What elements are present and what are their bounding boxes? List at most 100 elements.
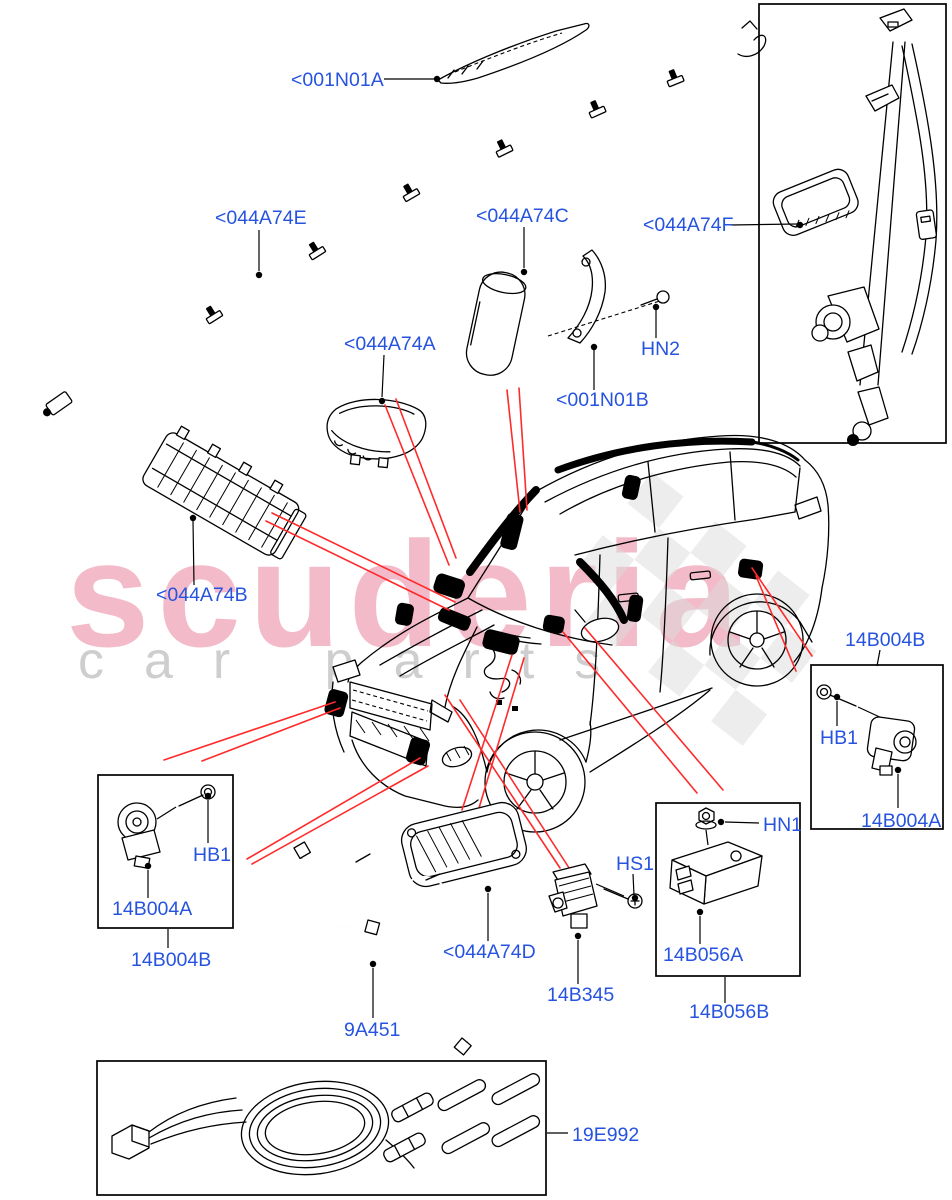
ellipse-shape xyxy=(481,272,527,295)
control-module-box-frame xyxy=(655,802,801,977)
circle-shape xyxy=(652,303,660,311)
circle-shape xyxy=(819,687,829,697)
path-shape xyxy=(451,705,592,773)
circle-shape xyxy=(749,632,765,648)
part-label-001N01B[interactable]: <001N01B xyxy=(556,389,649,411)
path-shape xyxy=(857,386,889,426)
path-shape xyxy=(445,745,470,762)
path-shape xyxy=(178,794,204,807)
part-label-14B345[interactable]: 14B345 xyxy=(547,984,614,1006)
rect-shape xyxy=(383,1132,426,1163)
rect-shape xyxy=(206,443,222,459)
path-shape xyxy=(355,853,441,881)
part-label-14B004A_L[interactable]: 14B004A xyxy=(112,898,192,920)
rect-shape xyxy=(570,913,588,929)
circle-shape xyxy=(717,818,725,826)
part-label-HB1_R[interactable]: HB1 xyxy=(820,727,858,749)
path-shape xyxy=(871,93,889,102)
watermark-tagline: car parts xyxy=(78,632,640,690)
path-shape xyxy=(750,440,800,462)
path-shape xyxy=(552,863,592,883)
rect-shape xyxy=(626,594,644,623)
part-label-14B004B_R[interactable]: 14B004B xyxy=(845,629,925,651)
part-label-044A74B[interactable]: <044A74B xyxy=(156,584,248,606)
ellipse-shape xyxy=(441,746,473,768)
path-shape xyxy=(589,689,711,773)
circle-shape xyxy=(369,960,377,968)
rect-shape xyxy=(308,246,327,261)
circle-shape xyxy=(852,421,872,441)
part-label-HS1[interactable]: HS1 xyxy=(616,853,654,875)
path-shape xyxy=(548,891,568,913)
circle-shape xyxy=(730,850,742,862)
curtain-clip xyxy=(205,305,224,325)
part-label-19E992[interactable]: 19E992 xyxy=(572,1124,639,1146)
path-shape xyxy=(265,520,450,611)
rect-shape xyxy=(364,919,381,936)
g-shape xyxy=(915,209,937,240)
circle-shape xyxy=(406,828,417,838)
ellipse-shape xyxy=(264,1100,366,1156)
part-label-HB1_L[interactable]: HB1 xyxy=(193,844,231,866)
curtain-airbag-illustration xyxy=(42,20,767,417)
seatbelt-assembly-illustration xyxy=(811,8,938,446)
path-shape xyxy=(567,249,607,344)
rect-shape xyxy=(495,144,514,158)
path-shape xyxy=(506,389,521,513)
red-locator-lines xyxy=(163,387,813,875)
path-shape xyxy=(534,434,806,493)
mounting-bracket-illustration xyxy=(547,249,664,344)
curtain-clip xyxy=(588,100,607,119)
rect-shape xyxy=(270,508,307,560)
part-label-044A74A[interactable]: <044A74A xyxy=(344,333,436,355)
part-label-HN1[interactable]: HN1 xyxy=(763,814,802,836)
ellipse-shape xyxy=(256,1094,374,1162)
repair-kit-box xyxy=(96,1060,547,1196)
curtain-end-fitting xyxy=(42,391,73,417)
kit-heat-shrink-tube xyxy=(441,1122,491,1155)
part-label-001N01A[interactable]: <001N01A xyxy=(291,69,384,91)
path-shape xyxy=(729,610,785,668)
circle-shape xyxy=(696,908,704,916)
path-shape xyxy=(331,681,345,753)
path-shape xyxy=(271,512,456,603)
seatbelt-assembly-box xyxy=(758,3,947,446)
part-label-044A74F[interactable]: <044A74F xyxy=(643,214,734,236)
part-label-044A74D[interactable]: <044A74D xyxy=(443,941,536,963)
path-shape xyxy=(554,437,756,474)
driver-airbag-illustration xyxy=(326,398,427,469)
path-shape xyxy=(470,301,481,346)
checker-cell xyxy=(641,584,698,641)
rect-shape xyxy=(391,1092,434,1123)
circle-shape xyxy=(484,731,586,833)
path-shape xyxy=(459,699,574,875)
rect-shape xyxy=(400,801,527,888)
part-label-9A451[interactable]: 9A451 xyxy=(344,1019,400,1041)
curtain-clip xyxy=(402,183,421,203)
path-shape xyxy=(444,694,561,869)
airbag-control-module xyxy=(669,841,763,905)
rect-shape xyxy=(394,602,414,626)
part-label-14B056B[interactable]: 14B056B xyxy=(689,1001,769,1023)
path-shape xyxy=(192,520,195,586)
part-label-14B004B_L[interactable]: 14B004B xyxy=(131,949,211,971)
path-shape xyxy=(338,405,415,415)
part-label-14B056A[interactable]: 14B056A xyxy=(663,944,743,966)
part-label-14B004A_R[interactable]: 14B004A xyxy=(861,810,941,832)
path-shape xyxy=(559,460,797,515)
part-code-labels: <001N01A <044A74E <044A74C <044A74F HN2 <001N… xyxy=(112,69,941,1146)
path-shape xyxy=(804,459,830,589)
rect-shape xyxy=(433,573,465,599)
path-shape xyxy=(121,829,161,861)
path-shape xyxy=(755,575,797,672)
part-label-044A74E[interactable]: <044A74E xyxy=(215,207,307,229)
circle-shape xyxy=(816,684,832,700)
part-label-HN2[interactable]: HN2 xyxy=(641,338,680,360)
part-label-044A74C[interactable]: <044A74C xyxy=(476,205,569,227)
path-shape xyxy=(675,865,692,881)
circle-shape xyxy=(572,328,582,338)
path-shape xyxy=(677,879,694,895)
rect-shape xyxy=(377,457,389,469)
checker-cell xyxy=(690,521,747,578)
